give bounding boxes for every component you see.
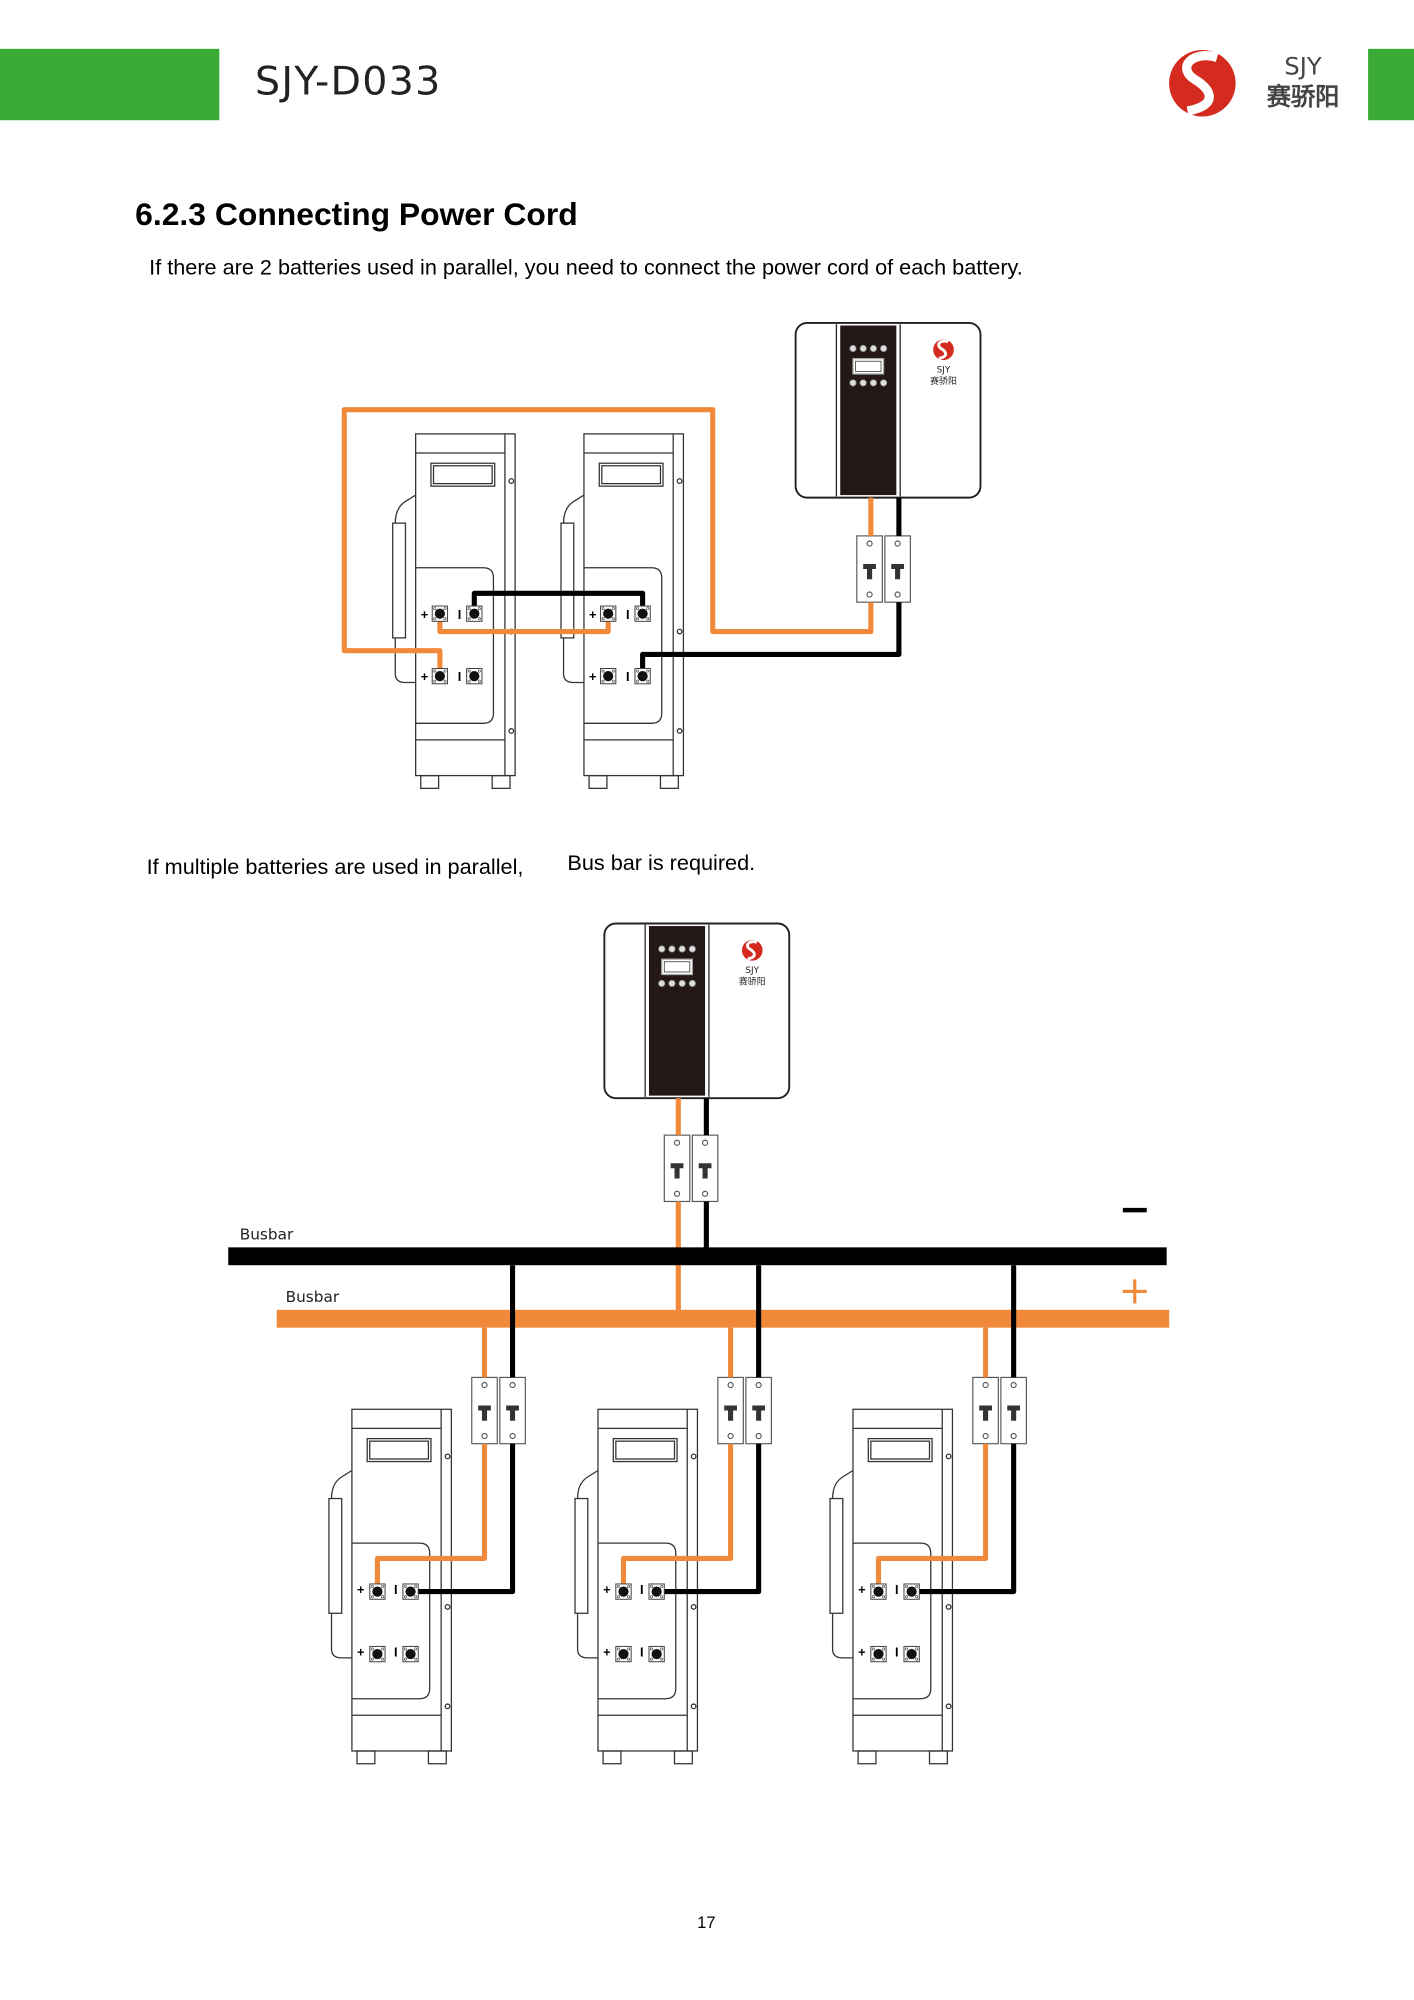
negative-cable (911, 1443, 1017, 1595)
negative-symbol: − (1119, 1187, 1151, 1232)
positive-cable-main (341, 407, 874, 677)
logo-s-icon (1169, 50, 1236, 117)
terminal (369, 1583, 386, 1600)
brand-logo: SJY 赛骄阳 (1169, 50, 1339, 117)
busbar-negative (228, 1247, 1167, 1266)
breaker (717, 1376, 773, 1445)
positive-cable (620, 1443, 734, 1592)
terminal (903, 1583, 920, 1600)
negative-cable (410, 1443, 516, 1595)
battery-2 (574, 1408, 699, 1765)
battery-2 (560, 433, 685, 789)
terminal (870, 1645, 887, 1663)
battery-3 (829, 1408, 954, 1765)
busbar-negative-label: Busbar (240, 1226, 294, 1244)
terminal (903, 1645, 920, 1663)
breaker (856, 535, 912, 603)
terminal (615, 1583, 632, 1600)
positive-cable (374, 1443, 488, 1592)
terminal (870, 1583, 887, 1600)
header-green-bar-left (0, 48, 220, 121)
terminal (369, 1645, 386, 1663)
positive-symbol: + (1119, 1268, 1151, 1313)
terminal (648, 1645, 665, 1663)
intro-paragraph: If there are 2 batteries used in paralle… (149, 255, 1023, 280)
section-heading: 6.2.3 Connecting Power Cord (135, 196, 578, 232)
busbar-positive (276, 1309, 1170, 1328)
terminal (402, 1583, 419, 1600)
multi-battery-text: If multiple batteries are used in parall… (147, 854, 524, 879)
page-number: 17 (697, 1913, 715, 1932)
terminal (615, 1645, 632, 1663)
doc-code: SJY-D033 (255, 59, 442, 105)
breaker (972, 1376, 1028, 1445)
diagram-busbar: Busbar − Busbar + (228, 923, 1170, 1765)
busbar-required-text: Bus bar is required. (567, 850, 755, 875)
inverter (796, 323, 981, 498)
positive-cable (875, 1443, 989, 1592)
logo-text-en: SJY (1284, 52, 1322, 80)
breaker (663, 1134, 719, 1203)
inverter (604, 923, 789, 1098)
battery-1 (392, 433, 516, 789)
breaker (471, 1376, 526, 1445)
battery-1 (328, 1408, 452, 1765)
logo-text-cn: 赛骄阳 (1266, 83, 1340, 111)
terminal (648, 1583, 665, 1600)
diagram-two-batteries (341, 323, 981, 789)
positive-cable-link (437, 613, 611, 635)
terminal (402, 1645, 419, 1663)
busbar-positive-label: Busbar (286, 1288, 340, 1306)
negative-cable (656, 1443, 762, 1595)
negative-cable-main (640, 602, 902, 677)
negative-cable-link (471, 590, 646, 614)
header-green-bar-right (1368, 48, 1414, 121)
